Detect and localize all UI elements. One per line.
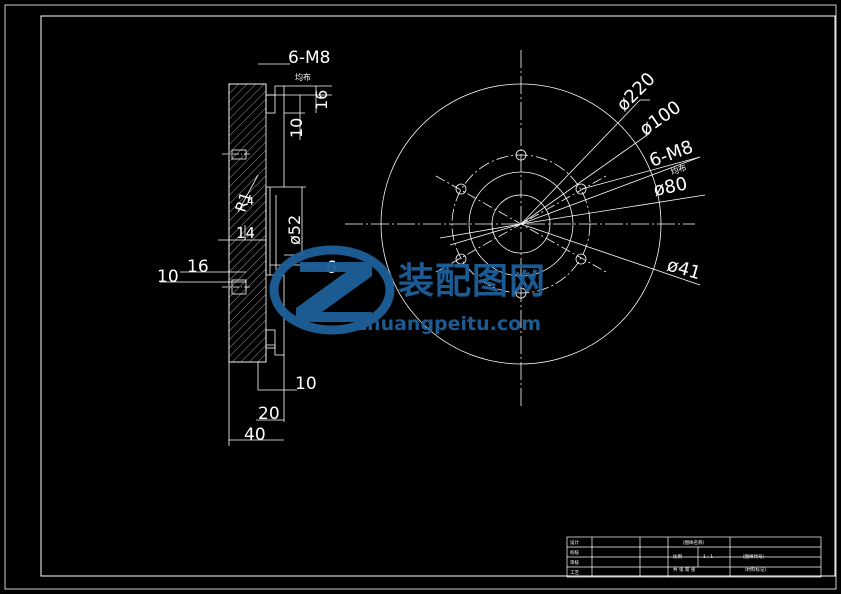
circle-outer-220 (380, 83, 662, 365)
watermark-text: 装配图网 (398, 261, 546, 302)
tb-cell-scale-label: 比例 (673, 553, 682, 560)
bolt-hole (575, 253, 587, 265)
tb-cell-process: 工艺 (570, 570, 579, 576)
watermark-url: zhuangpeitu.com (356, 313, 541, 335)
tb-cell-material: （材料标记） (742, 566, 769, 573)
dim-10-left: 10 (157, 267, 179, 287)
dim-14: 14 (236, 224, 255, 242)
dia-100-label: ø100 (636, 97, 685, 140)
inner-frame (40, 15, 836, 577)
hatched-body (228, 83, 267, 363)
thread-callout-front: 6-M8 (647, 137, 696, 172)
watermark: 装配图网 zhuangpeitu.com (269, 245, 546, 335)
tb-cell-review: 审核 (570, 559, 579, 566)
dim-10-top: 10 (287, 118, 306, 138)
title-block-text: 设计 （图样名称） 校核 审核 比例 1 : 1 （图样代号） 工艺 共 张 第… (570, 539, 769, 576)
dim-phi52: ø52 (285, 215, 304, 245)
watermark-logo-ring (269, 245, 395, 335)
bolt-hole (575, 183, 587, 195)
side-hole-upper (231, 149, 247, 160)
section-view (160, 63, 332, 446)
dim-4: 4 (247, 195, 254, 208)
dim-16-left: 16 (187, 257, 209, 277)
front-view (345, 50, 706, 406)
pitch-circle (451, 154, 591, 294)
tb-cell-sheets: 共 张 第 张 (673, 566, 696, 573)
circle-100 (468, 171, 574, 277)
bolt-hole (515, 149, 527, 161)
thread-callout-label: 6-M8 (288, 48, 330, 68)
tb-cell-drawing-name: （图样名称） (680, 539, 707, 546)
tb-cell-check: 校核 (570, 549, 579, 556)
tapped-hole-upper (265, 94, 276, 114)
tapped-hole-lower (265, 329, 276, 349)
tb-cell-drawing-code: （图样代号） (740, 553, 767, 560)
dim-16-top: 16 (312, 90, 331, 110)
dim-40: 40 (244, 425, 266, 445)
dim-r1: R1 (232, 190, 255, 215)
dim-20: 20 (258, 404, 280, 424)
bolt-hole (455, 253, 467, 265)
uniform-note-label: 均布 (295, 72, 311, 82)
dim-10-bottom: 10 (295, 374, 317, 394)
dia-41-label: ø41 (665, 255, 703, 285)
section-view-labels: 6-M8 均布 16 10 R1 4 14 ø52 10 16 6 10 20 … (157, 48, 337, 445)
tb-cell-scale-value: 1 : 1 (703, 554, 713, 560)
bolt-hole (455, 183, 467, 195)
watermark-logo-z (296, 262, 372, 322)
dia-80-label: ø80 (652, 173, 690, 201)
outer-border (4, 4, 837, 590)
title-block (566, 536, 822, 578)
circle-41 (491, 194, 551, 254)
dia-220-label: ø220 (613, 69, 660, 116)
tb-cell-design: 设计 (570, 539, 579, 546)
bolt-hole (515, 287, 527, 299)
